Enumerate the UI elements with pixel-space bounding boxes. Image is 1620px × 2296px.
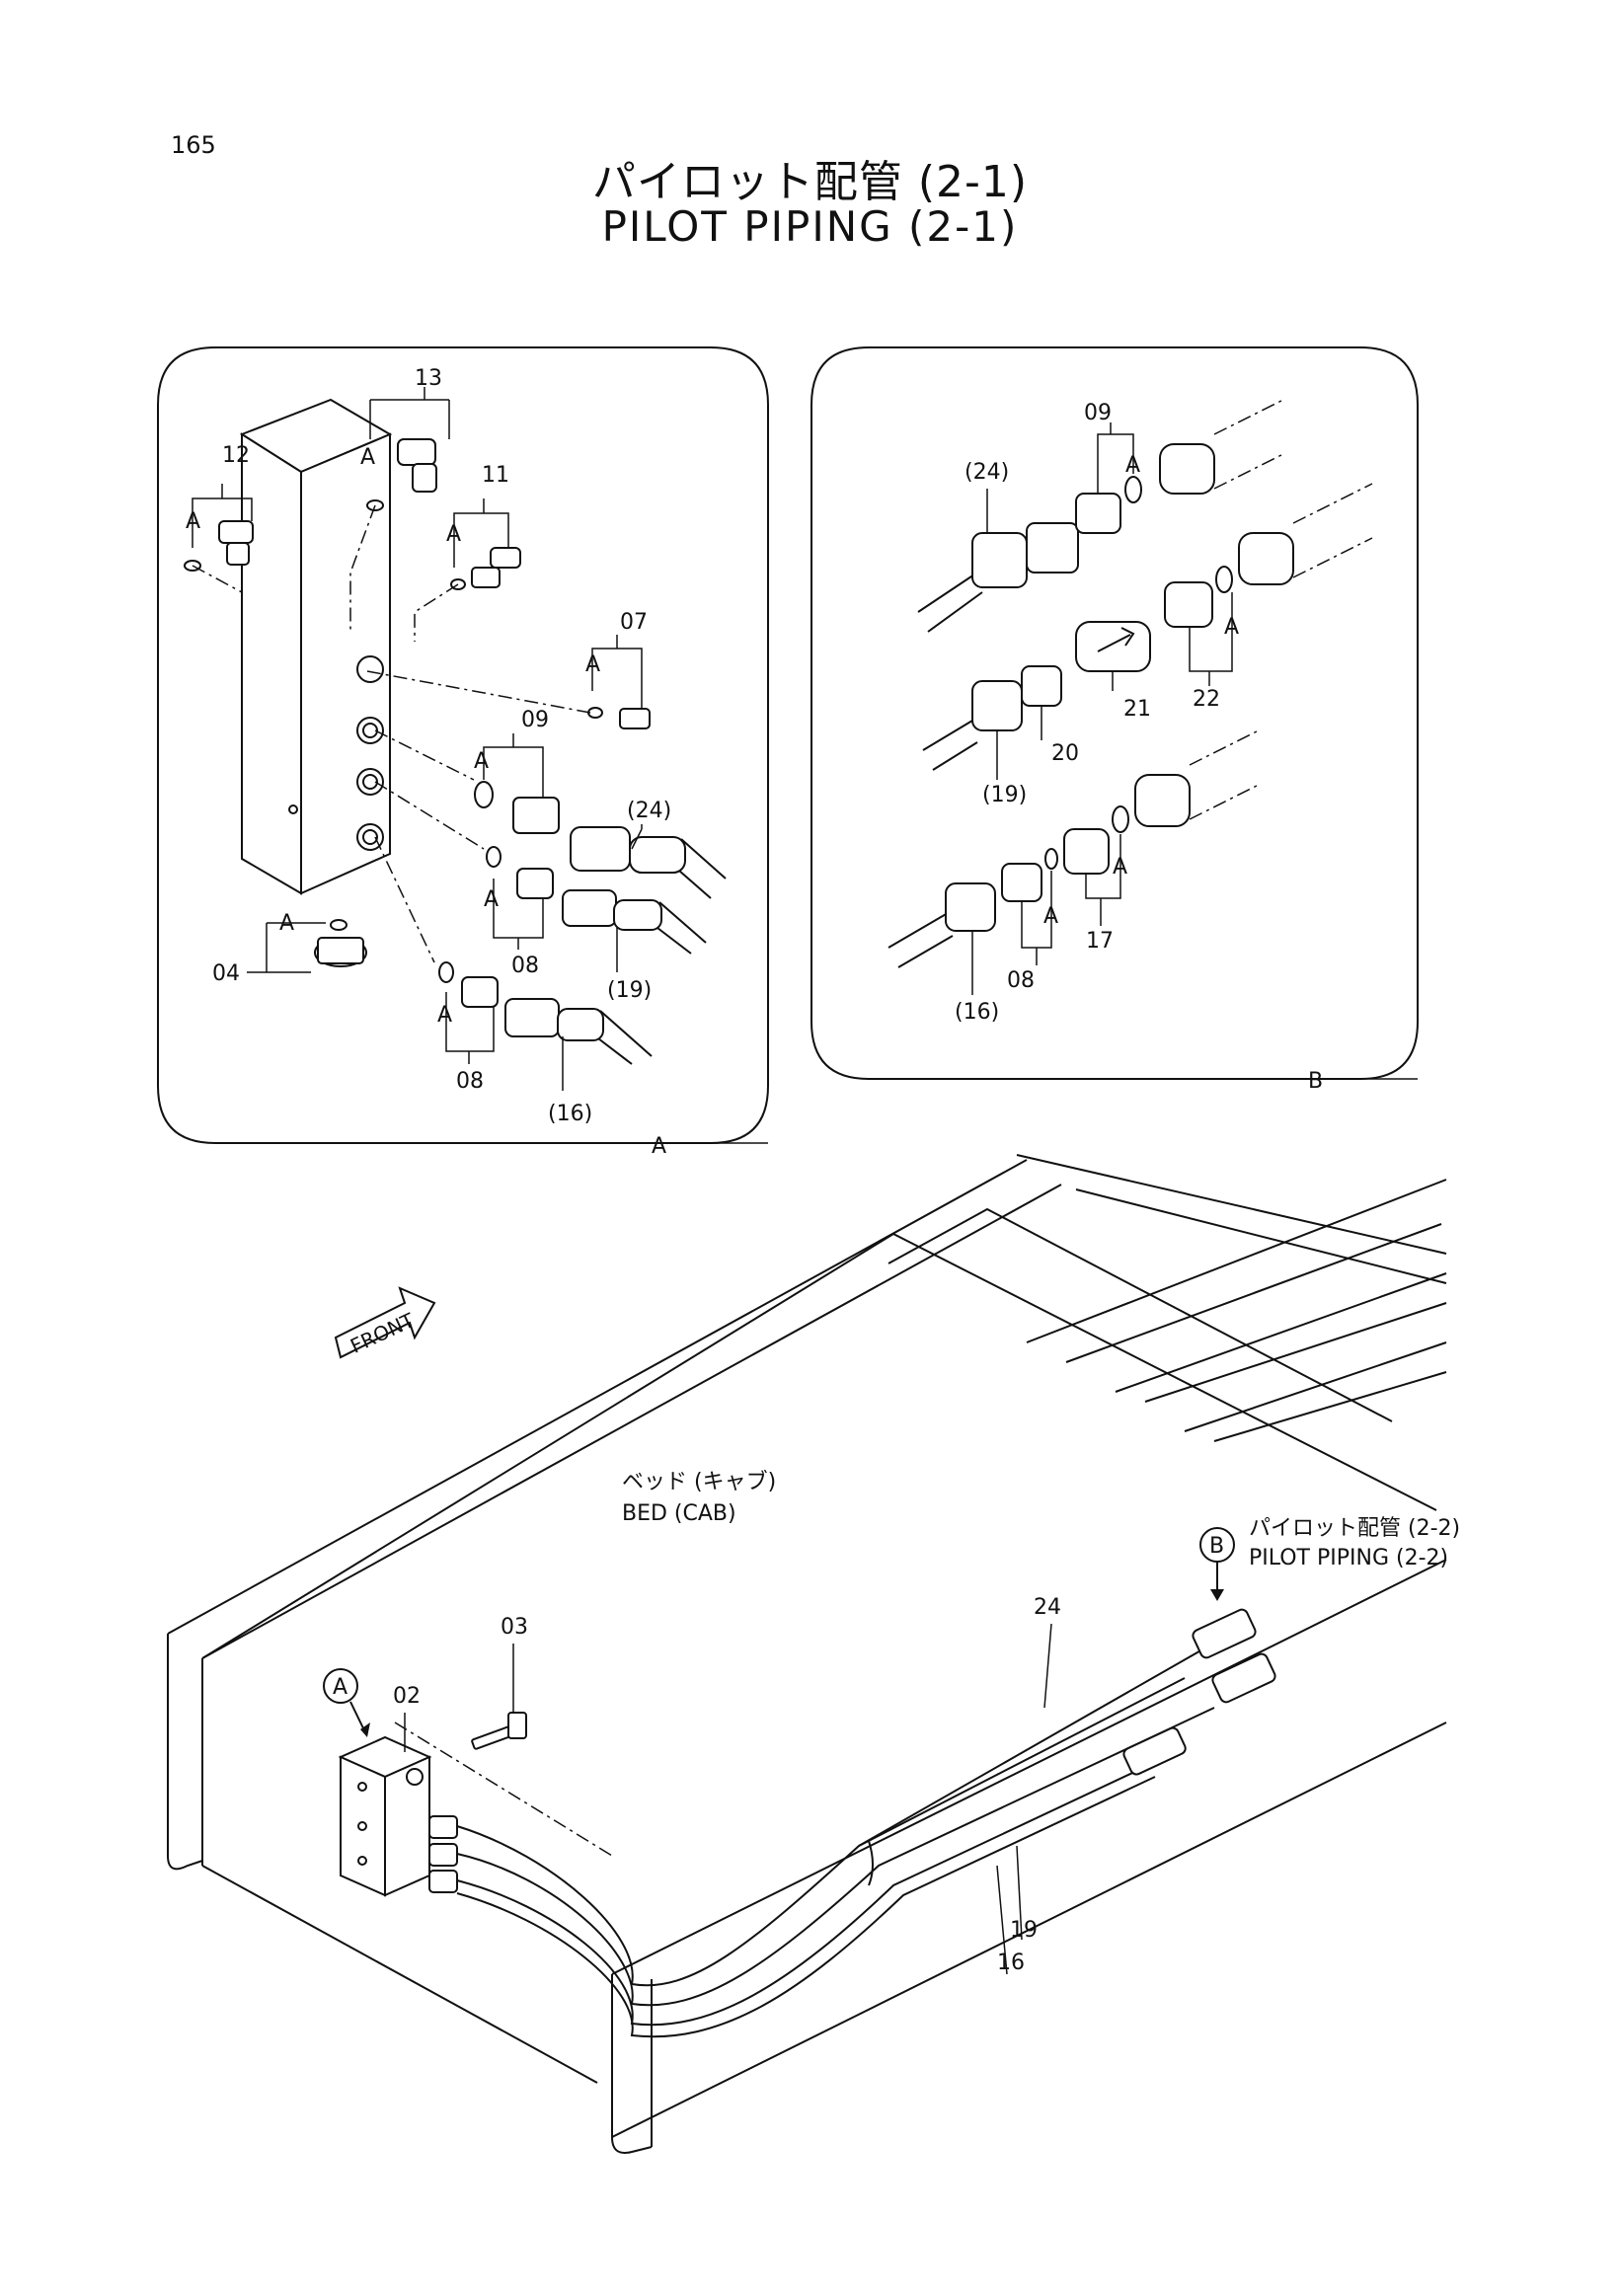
label-11: 11 [482,463,509,488]
pilot-block-02 [338,1735,458,1897]
callout-b: B [1199,1527,1235,1601]
oring-mark: A [279,911,294,936]
label-19: (19) [607,978,652,1003]
hose-19-a [562,889,707,955]
label-24: (24) [627,799,671,823]
fitting-08-a [516,868,554,899]
oring-mark: A [1224,615,1239,640]
label-b-17: 17 [1086,929,1114,954]
hose-24-a [570,826,727,899]
page-title-jp: パイロット配管 (2-1) [591,157,1029,207]
label-02: 02 [393,1684,421,1709]
label-08: 08 [511,954,539,978]
label-b-21: 21 [1123,697,1151,722]
fitting-08-b [461,976,499,1008]
label-09: 09 [521,708,549,732]
fitting-13 [397,438,437,493]
oring-mark: A [1125,453,1140,478]
oring-08-a [486,846,501,868]
oring-09-a [474,781,494,808]
label-b-09: 09 [1084,401,1112,425]
hose-16-a [504,998,653,1065]
hose-24-b [971,532,1028,588]
nut-17 [1134,774,1191,827]
nut-22 [1238,532,1294,585]
fitting-11 [471,547,521,588]
continuation-en: PILOT PIPING (2-2) [1249,1546,1448,1570]
detail-a-panel: 13 12 11 07 09 (24) 08 (19) 04 08 (16) A… [157,346,769,1159]
oring-22 [1215,566,1233,593]
callout-a-label: A [333,1675,347,1700]
oring-07 [587,707,603,719]
page-number: 165 [171,131,216,159]
main-assembly: FRONT [167,1154,1460,2154]
oring-mark: A [484,887,499,912]
label-b-16: (16) [955,1000,999,1025]
label-b-24: (24) [964,460,1009,485]
oring-09-b [1124,476,1142,503]
page-title-en: PILOT PIPING (2-1) [601,202,1019,251]
label-24-main: 24 [1034,1595,1061,1620]
hose-16-b [945,882,996,932]
oring-17 [1112,805,1129,833]
hose-19-b [971,680,1023,731]
fitting-08-c [1001,863,1042,902]
oring-04 [330,919,347,931]
hoses [456,1608,1276,2038]
oring-mark: A [360,445,375,470]
label-08-b: 08 [456,1069,484,1094]
detail-b-panel: (24) 09 22 21 20 (19) 17 08 (16) A A A A… [810,346,1419,1094]
label-16-main: 16 [997,1951,1025,1975]
pilot-manifold-block [239,398,393,895]
nut-09-b [1159,443,1215,495]
callout-a: A [323,1668,370,1737]
bolt-03 [471,1712,527,1750]
adapter-21 [1075,621,1151,672]
fitting-17 [1063,828,1110,875]
detail-b-ref: B [1308,1069,1323,1094]
oring-mark: A [1113,855,1127,880]
detail-a-ref: A [652,1134,666,1159]
callout-b-label: B [1209,1534,1224,1559]
fitting-07 [619,708,651,729]
fitting-22 [1164,581,1213,628]
oring-mark: A [474,749,489,774]
label-16: (16) [548,1102,592,1126]
label-13: 13 [415,366,442,391]
fitting-20 [1021,665,1062,707]
label-b-19: (19) [982,783,1027,807]
oring-08-b [438,961,454,983]
fitting-09-a [512,797,560,834]
continuation-jp: パイロット配管 (2-2) [1249,1516,1460,1541]
label-b-08: 08 [1007,968,1035,993]
label-b-20: 20 [1051,741,1079,766]
label-12: 12 [222,443,250,468]
label-04: 04 [212,961,240,986]
label-03: 03 [501,1615,528,1640]
oring-mark: A [186,509,200,534]
oring-mark: A [1043,904,1058,929]
bed-label-jp: ベッド (キャブ) [622,1470,776,1494]
fitting-12 [218,520,254,566]
bed-label-en: BED (CAB) [622,1501,736,1526]
oring-08-c [1044,848,1058,870]
oring-mark: A [585,652,600,677]
oring-mark: A [446,522,461,547]
label-07: 07 [620,610,648,635]
front-arrow-icon: FRONT [334,1286,436,1359]
fitting-09-b [1075,493,1121,534]
label-19-main: 19 [1010,1918,1038,1943]
plug-04 [314,937,367,967]
oring-mark: A [437,1003,452,1028]
label-b-22: 22 [1193,687,1220,712]
